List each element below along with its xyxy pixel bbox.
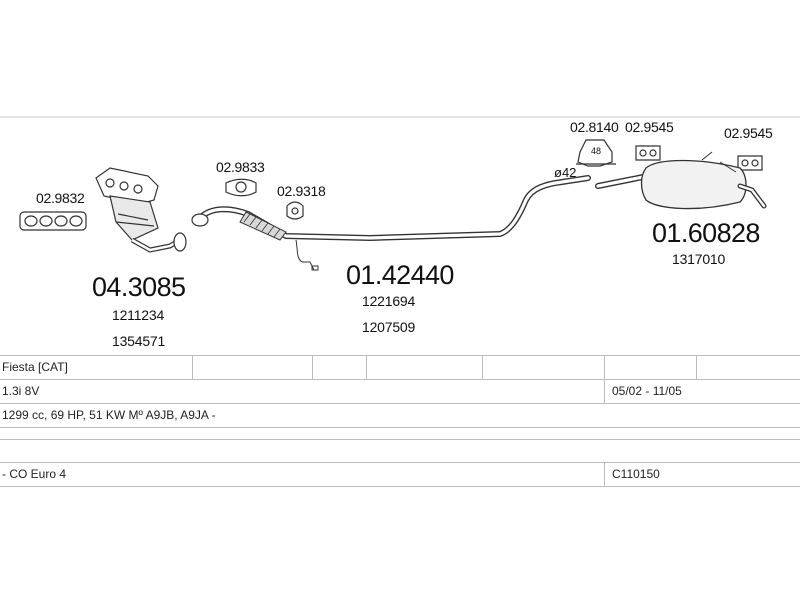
rubber-mount-icon: [286, 201, 304, 220]
vehicle-emission: - CO Euro 4: [2, 467, 67, 481]
oe-number: 1211234: [112, 307, 165, 323]
vehicle-years: 05/02 - 11/05: [612, 384, 682, 398]
table-border: [604, 355, 605, 403]
oe-number: 1354571: [112, 333, 166, 349]
part-number-rear-silencer: 01.60828: [652, 218, 760, 248]
vehicle-engine: 1.3i 8V: [2, 384, 40, 398]
table-border: [0, 427, 800, 428]
table-border: [482, 355, 483, 379]
vehicle-model: Fiesta [CAT]: [2, 360, 68, 374]
oe-number: 1317010: [672, 251, 726, 267]
table-border: [0, 439, 800, 440]
table-border: [604, 462, 605, 486]
vehicle-code: C110150: [612, 467, 660, 481]
vehicle-spec: 1299 cc, 69 HP, 51 KW Mº A9JB, A9JA -: [2, 408, 216, 422]
front-pipe-icon: [191, 175, 591, 271]
part-number-clamp: 02.8140: [570, 119, 619, 135]
part-number-flange-gasket: 02.9833: [216, 159, 265, 175]
flange-gasket-icon: [225, 178, 257, 197]
catalyst-gasket-icon: [19, 211, 87, 231]
table-border: [696, 355, 697, 379]
table-border: [312, 355, 313, 379]
table-border: [0, 486, 800, 487]
rubber-mount-icon: [635, 145, 661, 161]
table-border: [192, 355, 193, 379]
part-number-rubber-mount: 02.9545: [625, 119, 674, 135]
table-border: [0, 355, 800, 356]
pipe-diameter: ø42: [554, 165, 577, 180]
oe-number: 1207509: [362, 319, 416, 335]
part-number-rubber-mount: 02.9318: [277, 183, 326, 199]
table-border: [0, 462, 800, 463]
clamp-size: 48: [591, 146, 602, 156]
table-border: [0, 379, 800, 380]
rear-silencer-icon: [595, 151, 767, 210]
clamp-icon: [576, 139, 616, 167]
part-number-front-pipe: 01.42440: [346, 260, 454, 290]
table-border: [366, 355, 367, 379]
table-border: [0, 403, 800, 404]
part-number-rubber-mount: 02.9545: [724, 125, 773, 141]
oe-number: 1221694: [362, 293, 416, 309]
part-number-catalyst-gasket: 02.9832: [36, 190, 85, 206]
rubber-mount-icon: [737, 155, 763, 171]
part-number-catalyst-manifold: 04.3085: [92, 272, 186, 302]
catalytic-converter-icon: [95, 167, 187, 253]
